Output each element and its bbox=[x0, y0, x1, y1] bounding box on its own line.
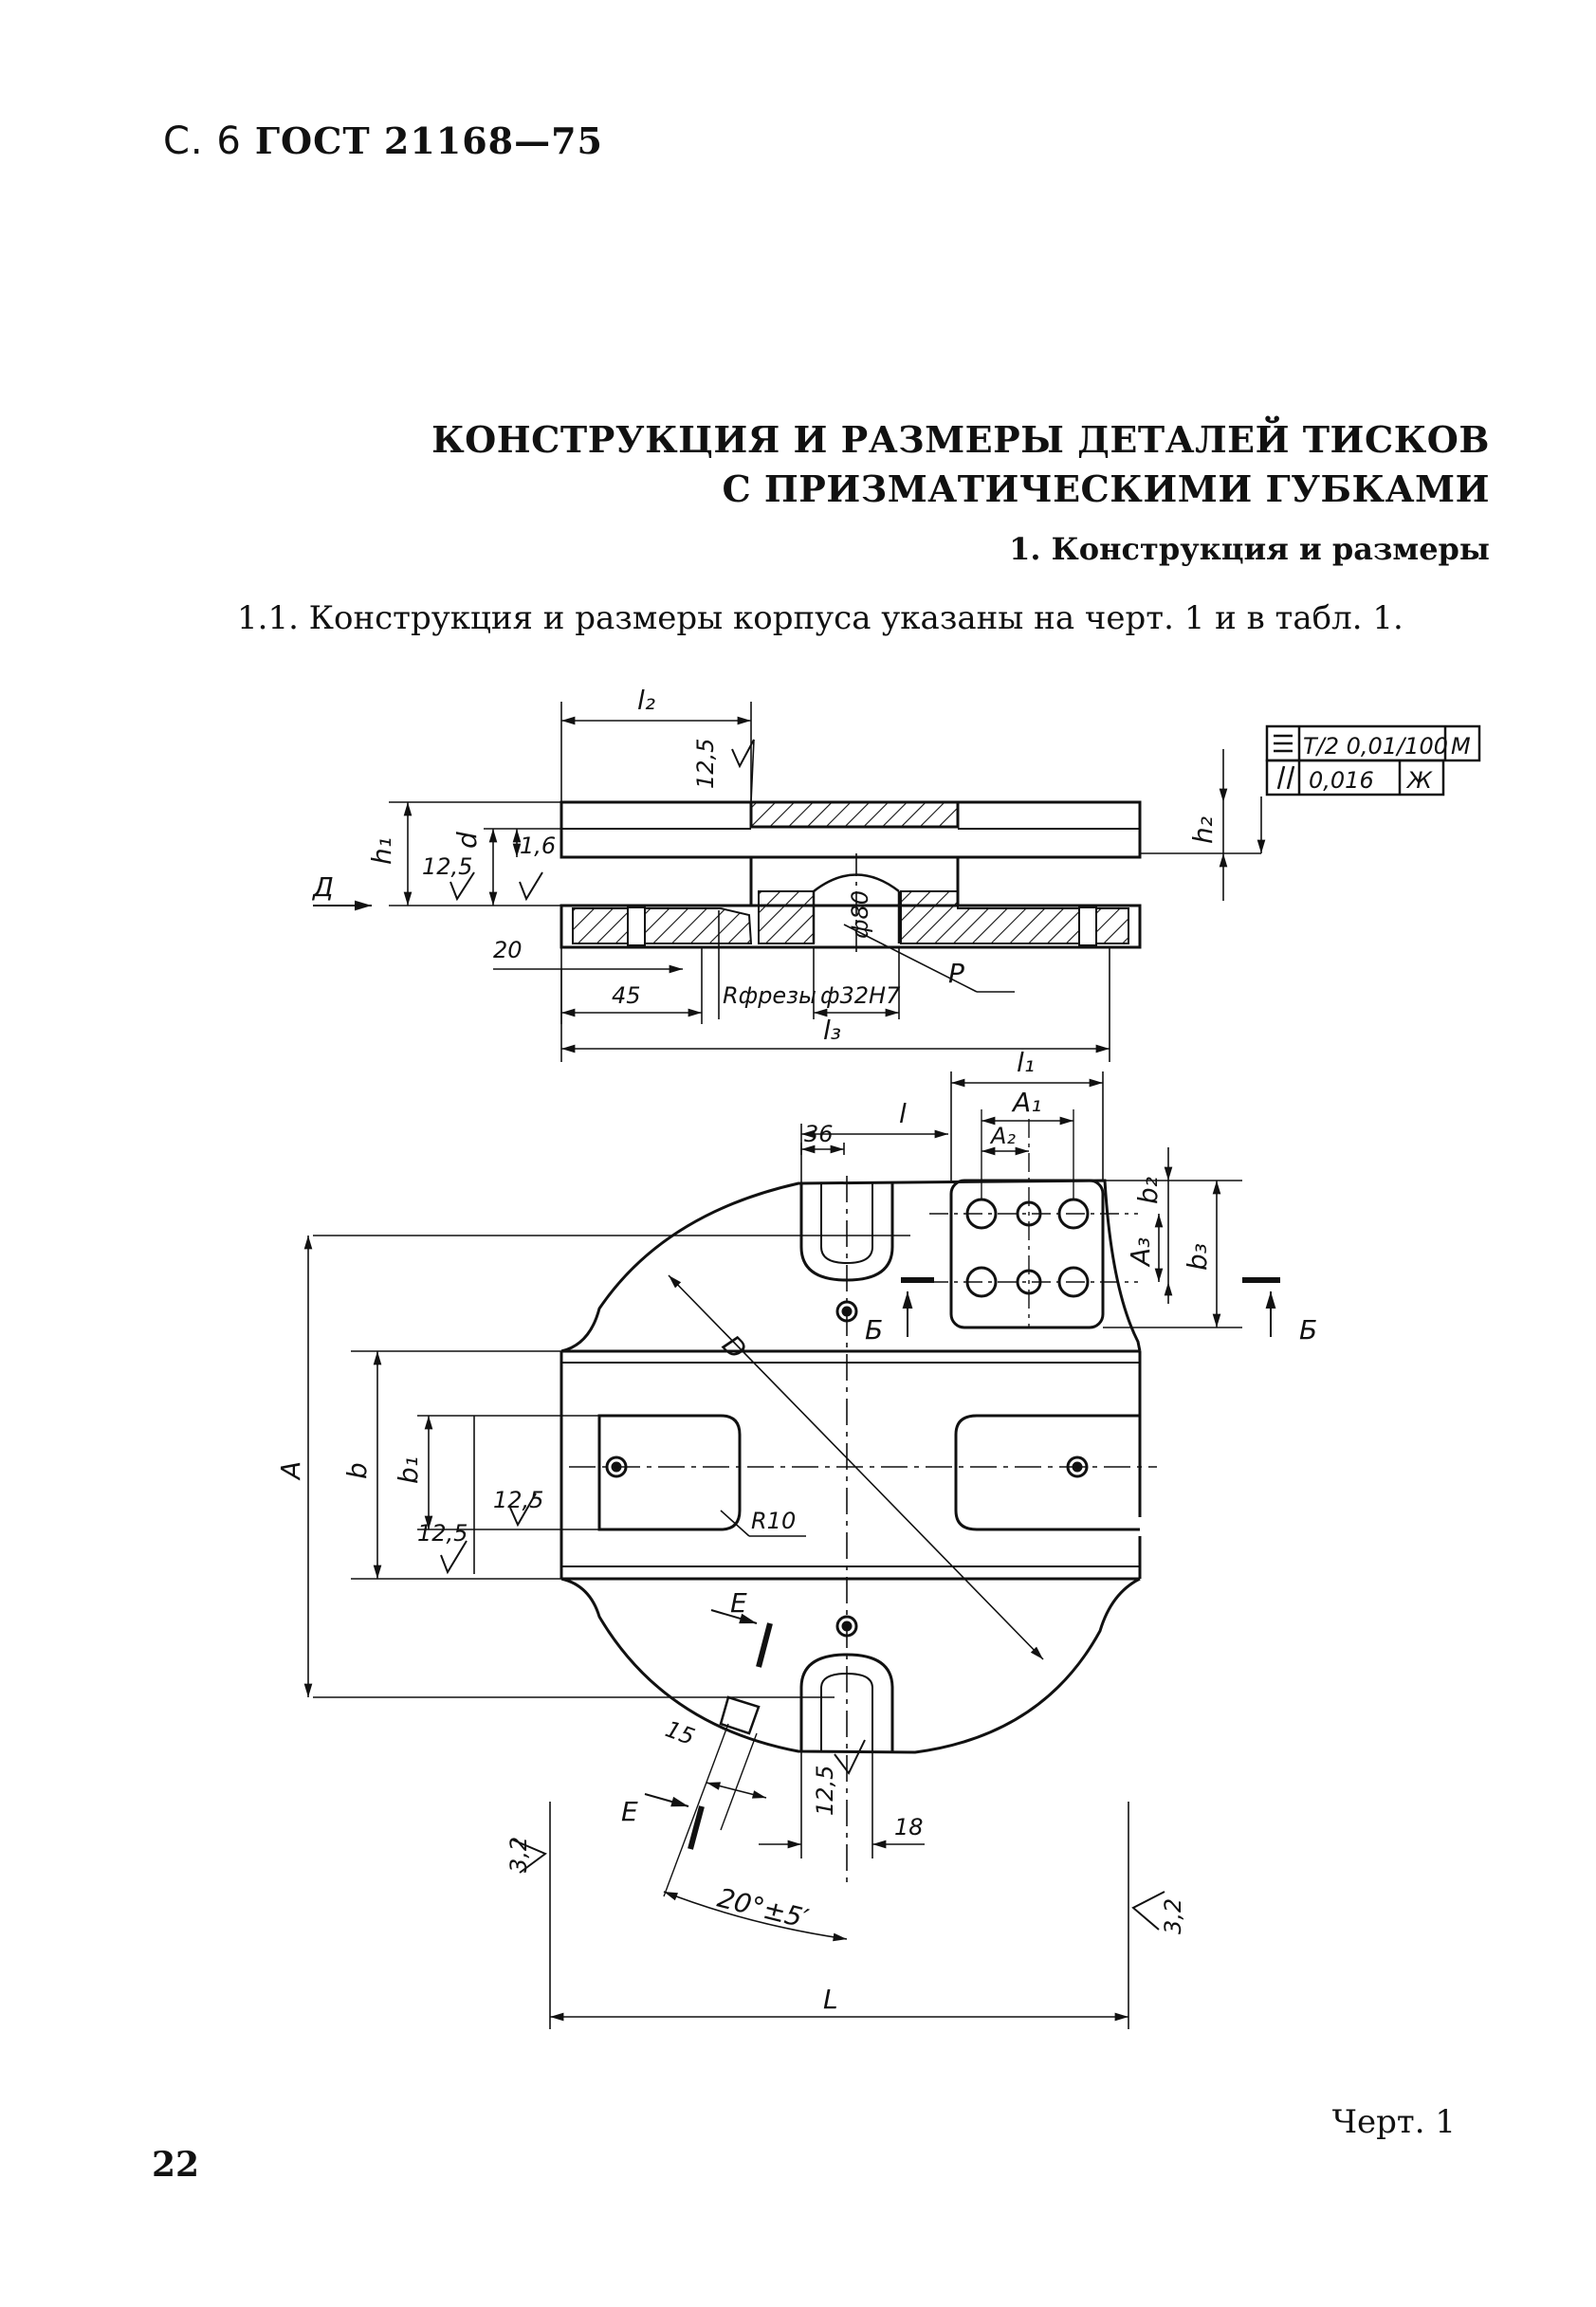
label-b3: b₃ bbox=[1182, 1243, 1213, 1271]
page-number: 22 bbox=[152, 2145, 200, 2185]
section-title: КОНСТРУКЦИЯ И РАЗМЕРЫ ДЕТАЛЕЙ ТИСКОВ С П… bbox=[431, 415, 1490, 514]
label-b: b bbox=[341, 1462, 373, 1479]
page-label: С. 6 bbox=[163, 119, 242, 163]
section-title-line-1: КОНСТРУКЦИЯ И РАЗМЕРЫ ДЕТАЛЕЙ ТИСКОВ bbox=[431, 418, 1490, 461]
label-rfrezy: Rфрезы bbox=[723, 982, 816, 1009]
tolerance-frame bbox=[1265, 724, 1481, 796]
label-roughness-32-right: 3,2 bbox=[1160, 1898, 1186, 1934]
base-outline bbox=[560, 904, 1142, 949]
label-b1: b₁ bbox=[393, 1456, 424, 1484]
plan-view bbox=[303, 1071, 1280, 2029]
label-roughness-left: 12,5 bbox=[422, 853, 472, 880]
label-roughness-slot: 12,5 bbox=[812, 1766, 838, 1816]
label-a3: A₃ bbox=[1125, 1237, 1156, 1268]
label-roughness-32-left: 3,2 bbox=[505, 1837, 532, 1873]
label-roughness-16: 1,6 bbox=[520, 833, 556, 859]
label-dim-80: ф80 bbox=[847, 890, 873, 939]
label-section-b-right: Б bbox=[1299, 1314, 1317, 1346]
label-roughness-b: 12,5 bbox=[417, 1520, 468, 1547]
hatched-top-strip bbox=[749, 800, 960, 829]
label-b2: b₂ bbox=[1132, 1177, 1164, 1204]
tolerance-row2-ref: Ж bbox=[1405, 767, 1433, 794]
label-roughness-b1: 12,5 bbox=[493, 1487, 543, 1513]
left-slot bbox=[597, 1414, 742, 1531]
label-section-e-top: Е bbox=[730, 1587, 747, 1619]
label-dim-45: 45 bbox=[612, 982, 641, 1009]
label-roughness-top: 12,5 bbox=[692, 739, 719, 789]
label-l: l bbox=[899, 1098, 907, 1129]
standard-number: ГОСТ 21168—75 bbox=[254, 119, 603, 162]
paragraph-1-1: 1.1. Конструкция и размеры корпуса указа… bbox=[237, 599, 1403, 637]
tolerance-row1-value: T/2 0,01/100 bbox=[1303, 733, 1448, 760]
label-dim-18: 18 bbox=[894, 1814, 924, 1840]
label-section-b-left: Б bbox=[865, 1314, 883, 1346]
label-view-d: Д bbox=[311, 871, 334, 903]
label-r10: R10 bbox=[751, 1508, 796, 1534]
label-h2: h₂ bbox=[1187, 816, 1219, 844]
label-dim-36: 36 bbox=[804, 1121, 834, 1147]
label-phi32: ф32H7 bbox=[820, 982, 901, 1009]
section-title-line-2: С ПРИЗМАТИЧЕСКИМИ ГУБКАМИ bbox=[722, 467, 1490, 510]
label-dim-15: 15 bbox=[662, 1715, 698, 1750]
label-p: P bbox=[948, 958, 964, 989]
label-l3: l₃ bbox=[823, 1015, 841, 1046]
label-a: A bbox=[275, 1461, 306, 1481]
body-outline-bottom bbox=[560, 1577, 1141, 1754]
section-view bbox=[313, 702, 1266, 1062]
label-section-e-bottom: Е bbox=[621, 1796, 638, 1827]
subsection-heading: 1. Конструкция и размеры bbox=[1009, 531, 1490, 567]
body-outline-top bbox=[560, 1179, 1142, 1353]
tolerance-row2-value: 0,016 bbox=[1309, 767, 1374, 794]
label-l2: l₂ bbox=[637, 685, 655, 716]
tolerance-row1-ref: М bbox=[1451, 733, 1471, 760]
label-angle: 20°±5′ bbox=[714, 1882, 812, 1935]
label-d: d bbox=[451, 832, 483, 849]
label-a1: A₁ bbox=[1011, 1087, 1041, 1118]
figure-caption: Черт. 1 bbox=[1331, 2103, 1456, 2141]
label-dim-20: 20 bbox=[493, 937, 523, 963]
label-h1: h₁ bbox=[366, 837, 397, 865]
label-diameter-d: D bbox=[716, 1329, 753, 1366]
right-slot bbox=[954, 1414, 1140, 1531]
label-l1: l₁ bbox=[1017, 1047, 1035, 1078]
label-a2: A₂ bbox=[989, 1123, 1016, 1149]
label-length-l: L bbox=[823, 1984, 838, 2015]
page-header: С. 6 ГОСТ 21168—75 bbox=[163, 119, 603, 163]
